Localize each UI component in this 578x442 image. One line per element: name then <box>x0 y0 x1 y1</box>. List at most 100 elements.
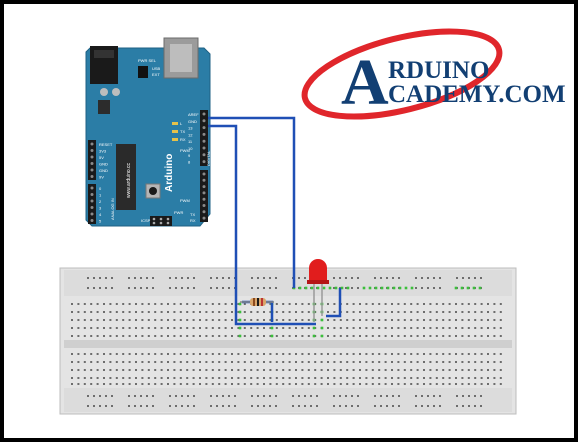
breadboard-hole <box>218 383 221 385</box>
breadboard-hole <box>423 361 425 363</box>
breadboard-hole <box>499 383 502 385</box>
resistor <box>240 298 274 306</box>
breadboard-hole <box>439 395 441 397</box>
led-label-tx: TX <box>180 129 185 134</box>
breadboard-hole <box>295 361 297 363</box>
icsp-header: ICSP <box>141 216 172 226</box>
breadboard-hole <box>480 335 483 337</box>
breadboard-hole <box>256 361 259 363</box>
breadboard-hole <box>316 395 318 397</box>
breadboard-hole <box>448 383 451 385</box>
breadboard-hole <box>179 361 182 363</box>
active-hole <box>298 286 302 290</box>
breadboard-hole <box>352 383 355 385</box>
breadboard-hole <box>218 353 221 355</box>
breadboard-hole <box>105 395 107 397</box>
breadboard-hole <box>292 405 294 407</box>
breadboard-hole <box>186 369 189 371</box>
microcontroller-chip <box>116 144 136 210</box>
breadboard-hole <box>90 319 93 321</box>
breadboard-hole <box>146 277 148 279</box>
breadboard-hole <box>301 311 304 313</box>
breadboard-hole <box>346 353 349 355</box>
breadboard-hole <box>160 383 163 385</box>
breadboard-hole <box>421 405 423 407</box>
arduino-board: PWR SEL USB EXT L TX RX ICSP Arduino www… <box>85 37 211 227</box>
breadboard-hole <box>429 327 432 329</box>
breadboard-hole <box>378 369 381 371</box>
breadboard-hole <box>352 327 355 329</box>
header-pin <box>202 139 206 143</box>
breadboard-hole <box>371 303 374 305</box>
breadboard-hole <box>167 303 169 305</box>
breadboard-hole <box>141 377 144 379</box>
breadboard-hole <box>346 311 349 313</box>
breadboard-hole <box>83 377 86 379</box>
breadboard-hole <box>167 361 169 363</box>
breadboard-hole <box>468 277 470 279</box>
breadboard-hole <box>90 361 93 363</box>
breadboard-hole <box>93 287 95 289</box>
breadboard-hole <box>173 383 176 385</box>
breadboard-hole <box>205 319 208 321</box>
breadboard-hole <box>199 361 201 363</box>
breadboard-hole <box>397 377 400 379</box>
breadboard-hole <box>275 311 278 313</box>
breadboard-hole <box>295 369 297 371</box>
breadboard-hole <box>147 353 150 355</box>
breadboard-hole <box>455 377 457 379</box>
breadboard-hole <box>499 319 502 321</box>
breadboard-hole <box>251 277 253 279</box>
wire-gnd <box>208 116 296 288</box>
breadboard-hole <box>295 319 297 321</box>
breadboard-hole <box>192 377 195 379</box>
breadboard-hole <box>90 311 93 313</box>
breadboard-hole <box>295 335 297 337</box>
breadboard-hole <box>186 319 189 321</box>
breadboard-hole <box>147 361 150 363</box>
breadboard-hole <box>231 369 233 371</box>
breadboard-hole <box>462 405 464 407</box>
breadboard-hole <box>173 369 176 371</box>
breadboard-hole <box>96 303 99 305</box>
active-hole <box>478 286 482 290</box>
breadboard-hole <box>288 319 291 321</box>
breadboard-hole <box>320 377 323 379</box>
breadboard-hole <box>71 353 73 355</box>
breadboard-hole <box>410 311 413 313</box>
center-channel <box>64 340 512 348</box>
breadboard-hole <box>397 327 400 329</box>
breadboard-hole <box>333 303 336 305</box>
breadboard-hole <box>371 327 374 329</box>
breadboard-hole <box>442 353 445 355</box>
breadboard-hole <box>169 277 171 279</box>
breadboard-hole <box>154 327 157 329</box>
breadboard-hole <box>147 369 150 371</box>
breadboard-hole <box>391 383 393 385</box>
breadboard-hole <box>339 361 342 363</box>
breadboard-hole <box>243 369 246 371</box>
pwr-label: PWR <box>174 210 183 215</box>
breadboard-hole <box>167 311 169 313</box>
active-hole <box>320 318 324 322</box>
breadboard-hole <box>468 405 470 407</box>
breadboard-hole <box>410 361 413 363</box>
breadboard-hole <box>392 395 394 397</box>
breadboard-hole <box>128 335 131 337</box>
breadboard-hole <box>384 327 387 329</box>
breadboard-hole <box>160 311 163 313</box>
breadboard-hole <box>339 377 342 379</box>
breadboard-hole <box>439 287 441 289</box>
breadboard-hole <box>435 319 438 321</box>
breadboard-hole <box>186 383 189 385</box>
breadboard-hole <box>487 383 489 385</box>
breadboard-hole <box>179 335 182 337</box>
breadboard-hole <box>256 353 259 355</box>
breadboard-hole <box>467 383 470 385</box>
breadboard-hole <box>371 311 374 313</box>
breadboard-hole <box>115 377 118 379</box>
breadboard-hole <box>391 303 393 305</box>
breadboard-hole <box>109 353 112 355</box>
breadboard-hole <box>333 395 335 397</box>
